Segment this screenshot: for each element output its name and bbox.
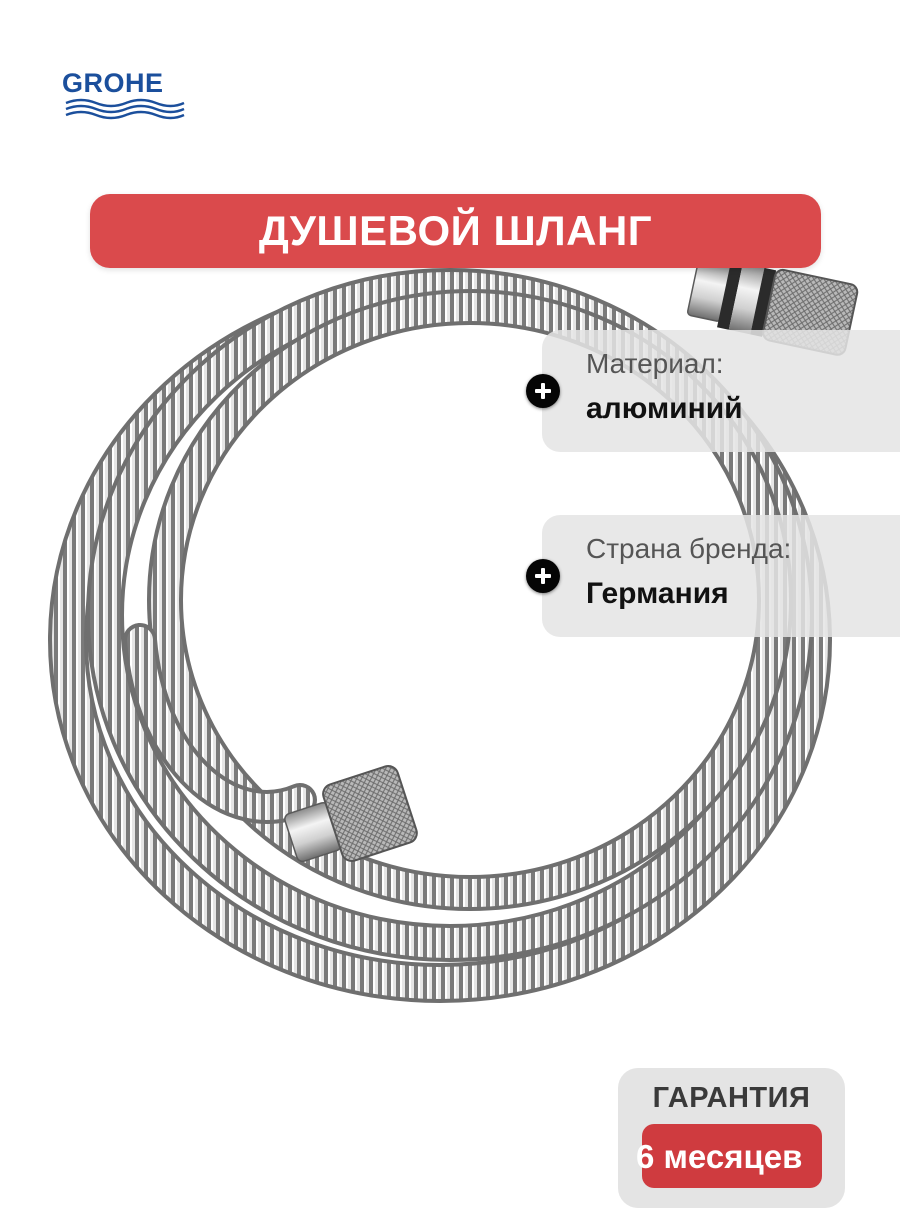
warranty-badge	[642, 1124, 822, 1188]
feature-value: Германия	[586, 577, 729, 610]
product-title: ДУШЕВОЙ ШЛАНГ	[258, 207, 653, 254]
feature-value: алюминий	[586, 392, 743, 425]
brand-logo: GROHE	[62, 68, 188, 124]
plus-icon	[526, 374, 560, 408]
warranty-panel: ГАРАНТИЯ 6 месяцев	[618, 1068, 845, 1208]
feature-label: Страна бренда:	[586, 533, 792, 564]
warranty-value: 6 месяцев	[636, 1138, 803, 1175]
logo-waves-icon	[65, 98, 185, 120]
feature-material: Материал: алюминий	[526, 330, 900, 452]
feature-brand-country: Страна бренда: Германия	[526, 515, 900, 637]
product-title-banner: ДУШЕВОЙ ШЛАНГ	[90, 194, 821, 268]
feature-label: Материал:	[586, 348, 724, 379]
brand-logo-text: GROHE	[62, 68, 164, 98]
warranty-label: ГАРАНТИЯ	[652, 1082, 811, 1114]
plus-icon	[526, 559, 560, 593]
